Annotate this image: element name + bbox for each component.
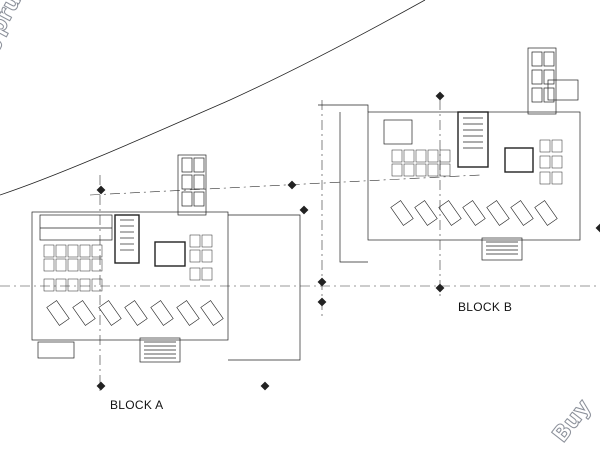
block-b-lift — [504, 147, 534, 173]
block-a-lift — [154, 241, 186, 267]
block-b-label: BLOCK B — [458, 300, 513, 314]
block-a-stair-core — [114, 214, 140, 264]
block-a-label: BLOCK A — [110, 398, 164, 412]
site-boundary-curve — [0, 0, 426, 196]
block-b-stair-core — [457, 111, 489, 168]
block-a-plan — [31, 154, 301, 363]
level-markers — [96, 91, 600, 391]
block-b-plan — [318, 47, 581, 263]
